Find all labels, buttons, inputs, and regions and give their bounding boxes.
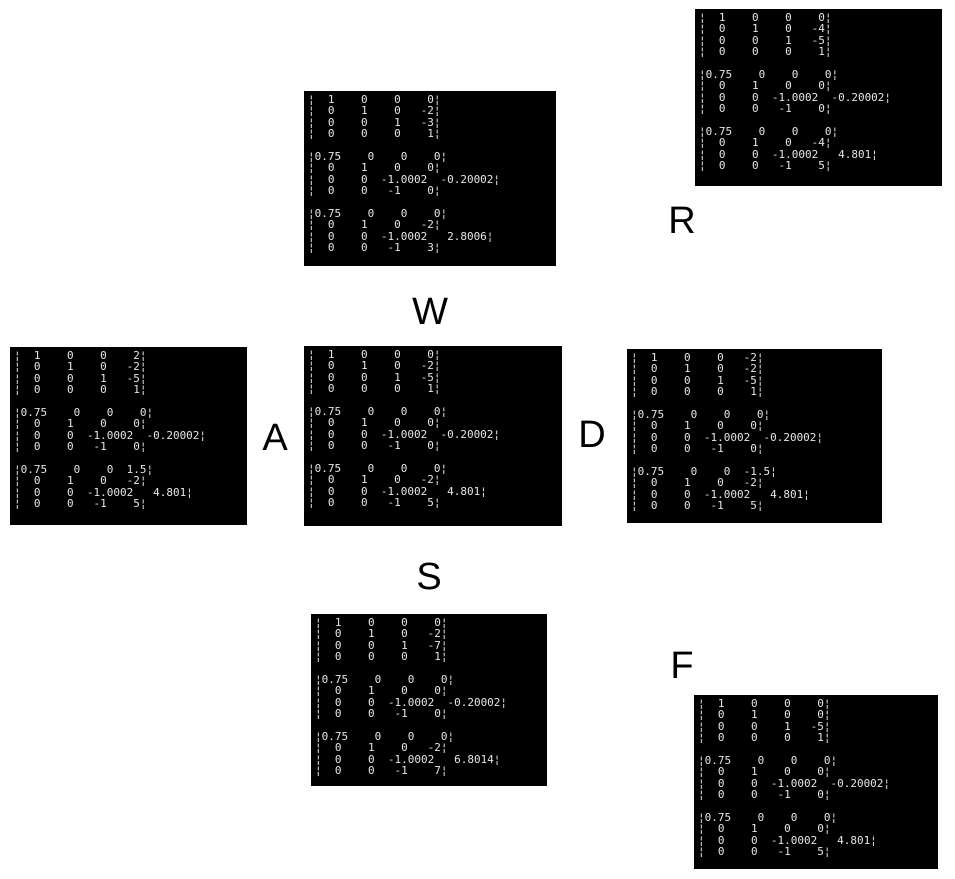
console-window-s: ¦ 1 0 0 0¦ ¦ 0 1 0 -2¦ ¦ 0 0 1 -7¦ ¦ 0 0… (311, 614, 547, 786)
console-output-a: ¦ 1 0 0 2¦ ¦ 0 1 0 -2¦ ¦ 0 0 1 -5¦ ¦ 0 0… (14, 349, 207, 511)
console-window-w: ¦ 1 0 0 0¦ ¦ 0 1 0 -2¦ ¦ 0 0 1 -3¦ ¦ 0 0… (304, 91, 556, 266)
console-output-s: ¦ 1 0 0 0¦ ¦ 0 1 0 -2¦ ¦ 0 0 1 -7¦ ¦ 0 0… (315, 616, 508, 778)
console-output-r: ¦ 1 0 0 0¦ ¦ 0 1 0 -4¦ ¦ 0 0 1 -5¦ ¦ 0 0… (699, 11, 892, 173)
key-label-d: D (578, 414, 606, 456)
key-label-w: W (412, 291, 448, 333)
console-output-d: ¦ 1 0 0 -2¦ ¦ 0 1 0 -2¦ ¦ 0 0 1 -5¦ ¦ 0 … (631, 351, 824, 513)
console-output-f: ¦ 1 0 0 0¦ ¦ 0 1 0 0¦ ¦ 0 0 1 -5¦ ¦ 0 0 … (698, 697, 891, 859)
console-window-r: ¦ 1 0 0 0¦ ¦ 0 1 0 -4¦ ¦ 0 0 1 -5¦ ¦ 0 0… (695, 9, 942, 186)
key-label-a: A (262, 417, 288, 459)
key-label-s: S (416, 556, 442, 598)
console-window-f: ¦ 1 0 0 0¦ ¦ 0 1 0 0¦ ¦ 0 0 1 -5¦ ¦ 0 0 … (694, 695, 938, 869)
console-output-center: ¦ 1 0 0 0¦ ¦ 0 1 0 -2¦ ¦ 0 0 1 -5¦ ¦ 0 0… (308, 348, 501, 510)
console-window-d: ¦ 1 0 0 -2¦ ¦ 0 1 0 -2¦ ¦ 0 0 1 -5¦ ¦ 0 … (627, 349, 882, 523)
key-label-r: R (668, 200, 696, 242)
console-output-w: ¦ 1 0 0 0¦ ¦ 0 1 0 -2¦ ¦ 0 0 1 -3¦ ¦ 0 0… (308, 93, 501, 255)
key-label-f: F (670, 645, 694, 687)
console-window-a: ¦ 1 0 0 2¦ ¦ 0 1 0 -2¦ ¦ 0 0 1 -5¦ ¦ 0 0… (10, 347, 247, 525)
console-window-center: ¦ 1 0 0 0¦ ¦ 0 1 0 -2¦ ¦ 0 0 1 -5¦ ¦ 0 0… (304, 346, 562, 526)
